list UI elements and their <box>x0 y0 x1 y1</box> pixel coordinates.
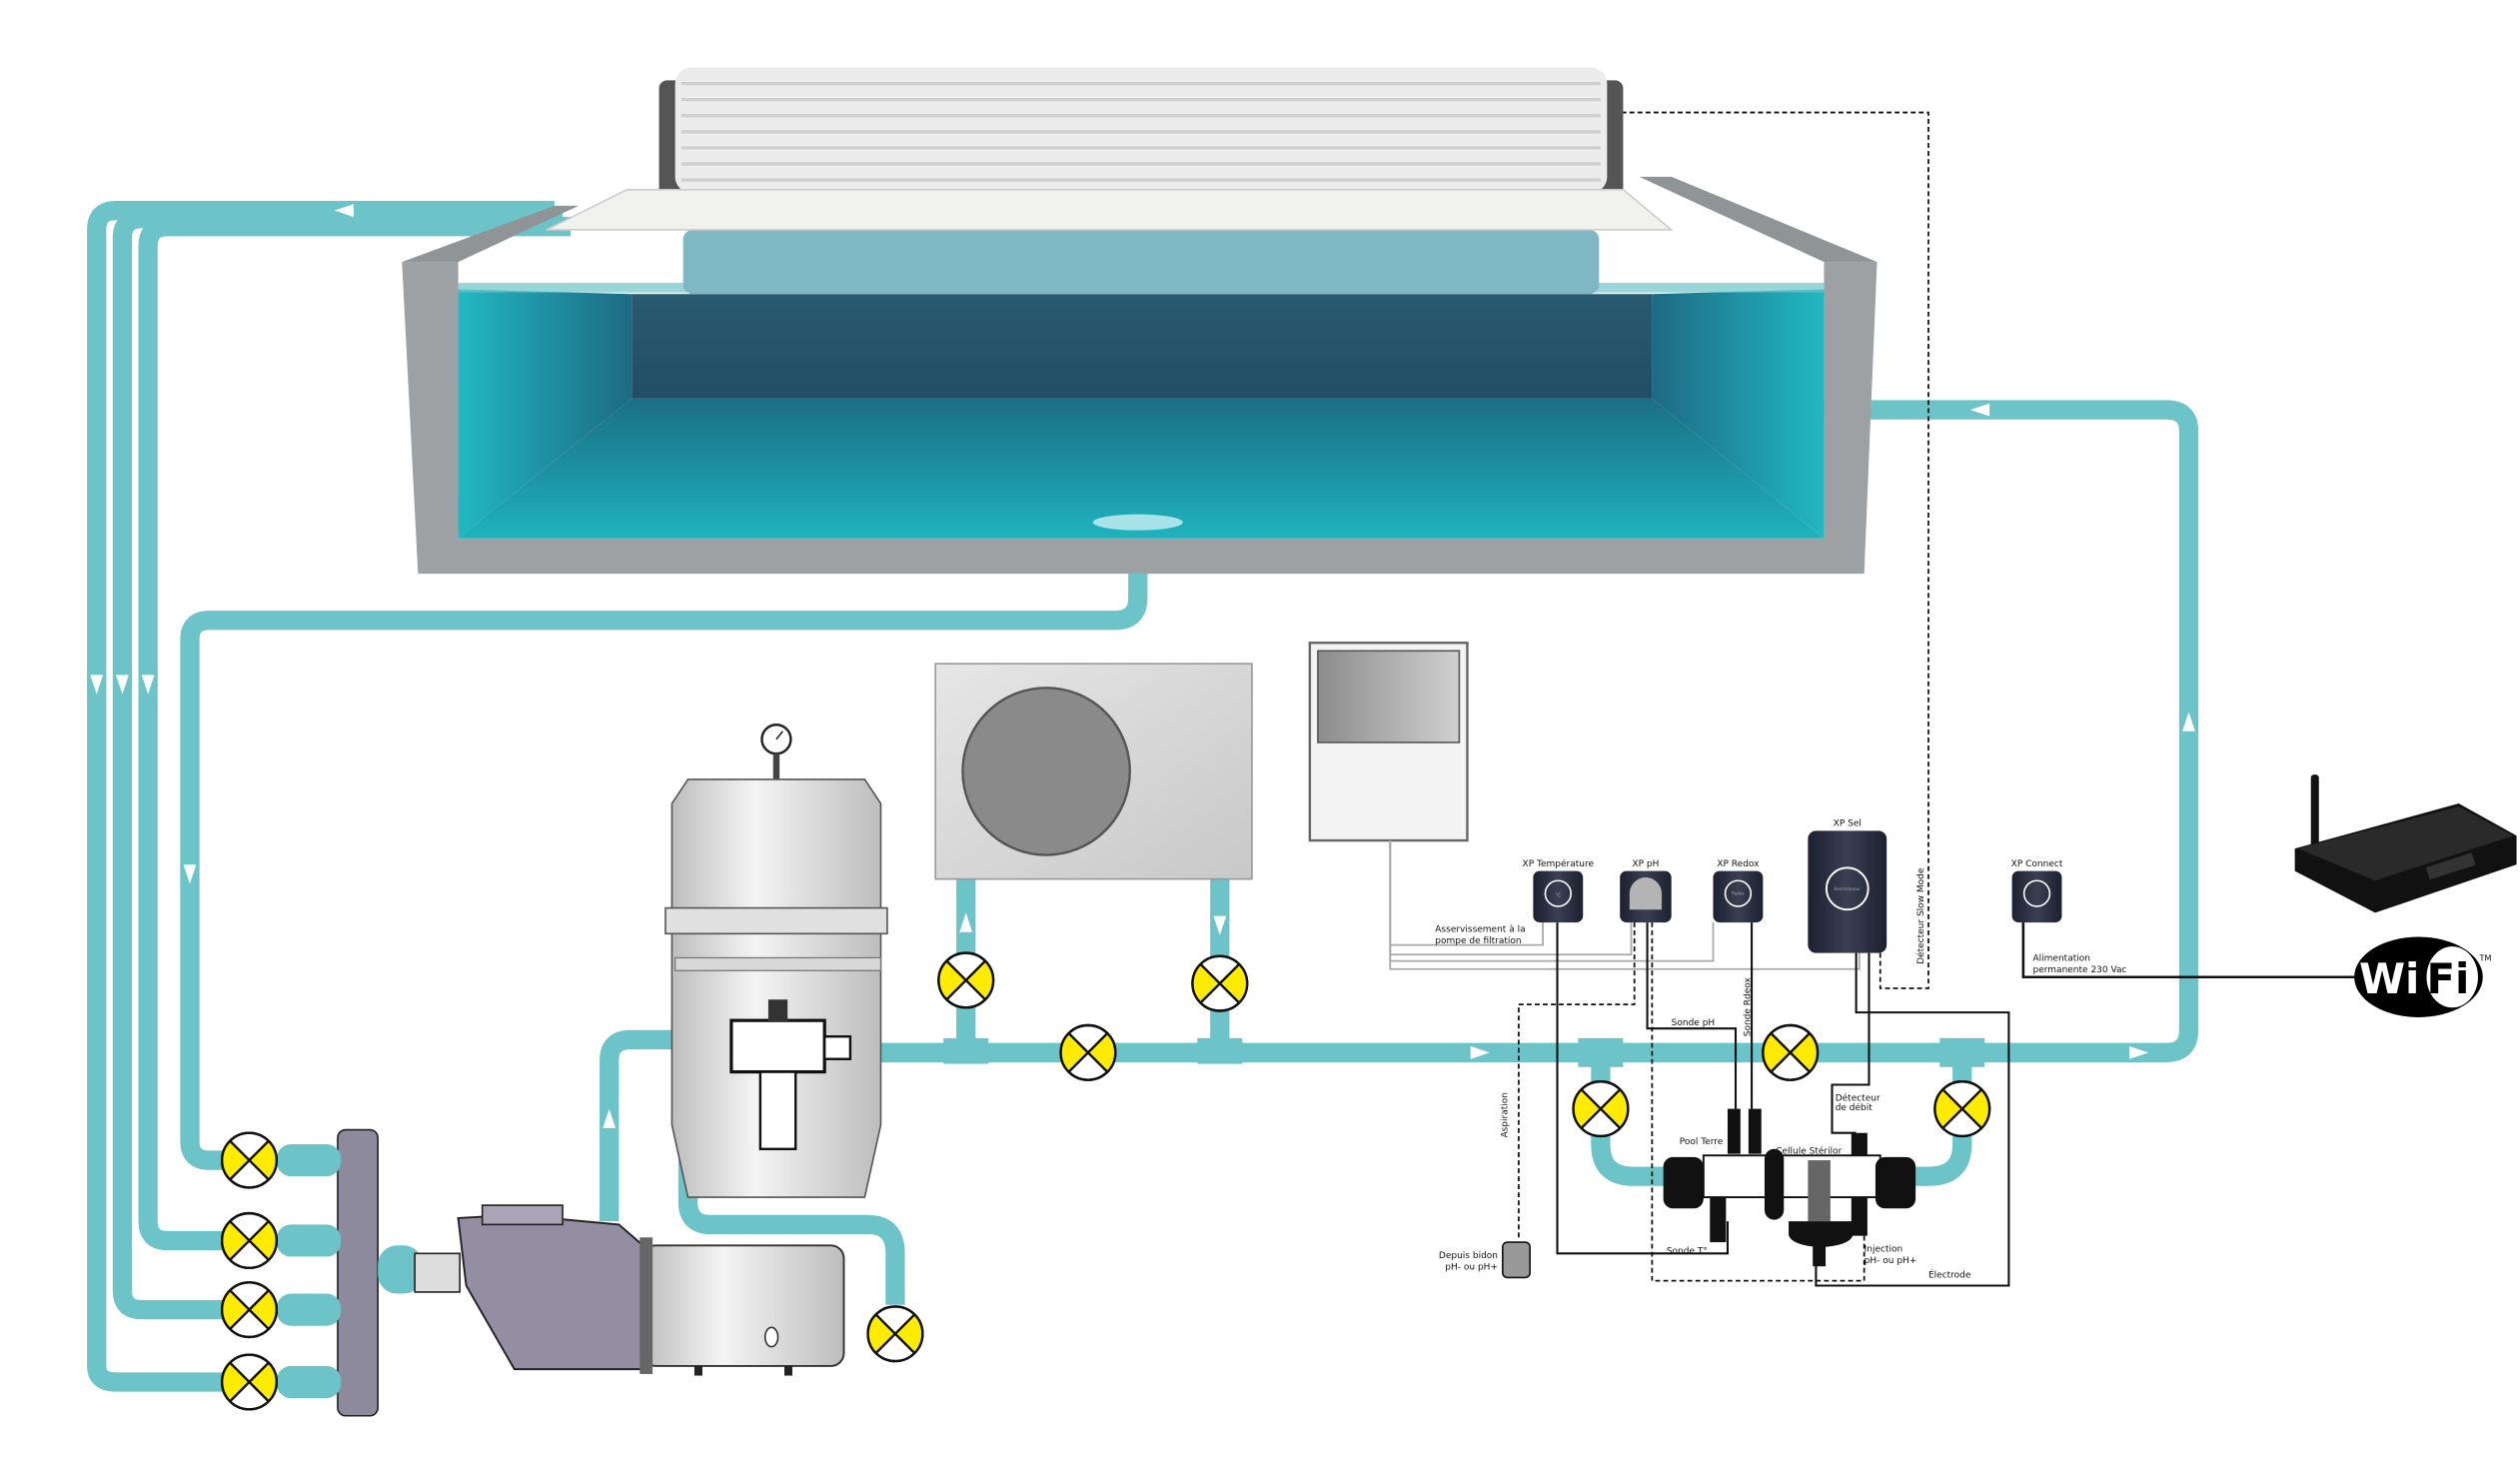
xp-connect-label: XP Connect <box>2011 859 2063 869</box>
pump-to-filter-pipe <box>600 1029 739 1222</box>
flow-arrow-icon <box>1969 403 1990 417</box>
flow-arrow-icon <box>1470 1045 1490 1059</box>
label-cellule-sterilor: Cellule Stérilor <box>1776 1146 1842 1157</box>
xp-redox-label: XP Redox <box>1717 859 1760 869</box>
xp-ph-label: XP pH <box>1632 859 1659 869</box>
label-detecteur-debit: Détecteur <box>1836 1093 1881 1104</box>
flow-arrow-icon <box>1213 915 1227 935</box>
flow-arrow-icon <box>116 675 129 695</box>
valve-icon[interactable] <box>220 1281 279 1339</box>
pool-cover-icon <box>546 67 1674 231</box>
valve-icon[interactable] <box>1933 1080 1991 1138</box>
xp-redox[interactable]: Redox XP Redox <box>1713 859 1764 923</box>
xp-sel-label: XP Sel <box>1834 819 1862 829</box>
xp-connect[interactable]: XP Connect <box>2011 859 2063 923</box>
flow-arrow-icon <box>183 864 197 884</box>
sand-filter-icon <box>664 724 888 1198</box>
label-injection-2: pH- ou pH+ <box>1865 1256 1917 1266</box>
flow-arrow-icon <box>2128 1045 2149 1059</box>
main-drain <box>1092 514 1183 531</box>
pressure-gauge-icon <box>760 724 792 779</box>
skimmer-pipe-1 <box>87 201 556 1392</box>
flow-arrow-icon <box>2182 712 2195 732</box>
annotations: Asservissement à la pompe de filtration … <box>1435 867 2126 1280</box>
label-aspiration: Aspiration <box>1501 1092 1511 1138</box>
wifi-right-text: Fi <box>2426 954 2469 1003</box>
label-injection: Injection <box>1865 1245 1903 1255</box>
xp-ph[interactable]: XP pH <box>1620 859 1672 923</box>
label-detecteur-debit-2: de débit <box>1836 1102 1874 1113</box>
cell-bypass-pipe <box>1591 1052 1972 1186</box>
label-electrode: Électrode <box>1928 1268 1971 1280</box>
pump-icon <box>414 1204 845 1376</box>
chlorinator-cell-icon <box>1663 1108 1916 1267</box>
wiring <box>1389 111 2363 1287</box>
valve-icon[interactable] <box>1059 1023 1117 1081</box>
flow-arrow-icon <box>334 204 355 218</box>
redox-screen: Redox <box>1732 891 1745 896</box>
xp-temperature[interactable]: °C XP Température <box>1523 858 1595 923</box>
valve-icon[interactable] <box>220 1353 279 1411</box>
valve-icon[interactable] <box>1191 954 1249 1012</box>
label-pool-terre: Pool Terre <box>1680 1137 1724 1147</box>
flow-arrow-icon <box>603 1108 617 1128</box>
heat-pump-icon <box>934 663 1253 880</box>
flow-arrow-icon <box>141 675 155 695</box>
valve-icon[interactable] <box>937 951 995 1009</box>
pool <box>402 67 1878 575</box>
flow-arrow-icon <box>959 912 973 932</box>
valve-icon[interactable] <box>220 1131 279 1189</box>
chemical-tank-icon <box>1502 1241 1531 1279</box>
underwater-roller <box>682 229 1600 295</box>
label-bidon-2: pH- ou pH+ <box>1445 1262 1498 1272</box>
router-icon <box>2294 774 2517 913</box>
label-asservissement: Asservissement à la <box>1435 925 1525 935</box>
wifi-left-text: Wi <box>2359 954 2419 1003</box>
skimmer-pipe-3 <box>138 217 572 1251</box>
wifi-logo-icon: Wi Fi TM <box>2354 936 2492 1017</box>
label-alimentation: Alimentation <box>2033 954 2090 964</box>
sel-screen: Electrolyseur <box>1835 886 1862 891</box>
flow-arrow-icon <box>90 675 104 695</box>
valve-icon[interactable] <box>220 1211 279 1270</box>
valve-icon[interactable] <box>1762 1023 1820 1081</box>
valve-icon[interactable] <box>866 1305 924 1363</box>
label-sonde-redox: Sonde Rdeox <box>1743 976 1753 1036</box>
label-detecteur-slow-mode: Détecteur Slow Mode <box>1915 867 1926 964</box>
label-alimentation-2: permanente 230 Vac <box>2033 965 2127 975</box>
skimmer-pipe-2 <box>112 209 564 1320</box>
drain-pipe <box>180 570 1148 1170</box>
xp-sel[interactable]: Electrolyseur XP Sel <box>1808 819 1888 953</box>
xp-temperature-label: XP Température <box>1523 858 1595 869</box>
suction-manifold <box>337 1128 379 1417</box>
control-box-icon <box>1308 642 1469 842</box>
temperature-screen: °C <box>1555 892 1561 898</box>
label-asservissement-2: pompe de filtration <box>1435 936 1521 946</box>
wifi-tm: TM <box>2479 954 2492 963</box>
label-sonde-t: Sonde T° <box>1667 1246 1708 1256</box>
label-bidon: Depuis bidon <box>1439 1251 1498 1261</box>
valve-icon[interactable] <box>1572 1080 1630 1138</box>
label-sonde-ph: Sonde pH <box>1672 1018 1716 1028</box>
